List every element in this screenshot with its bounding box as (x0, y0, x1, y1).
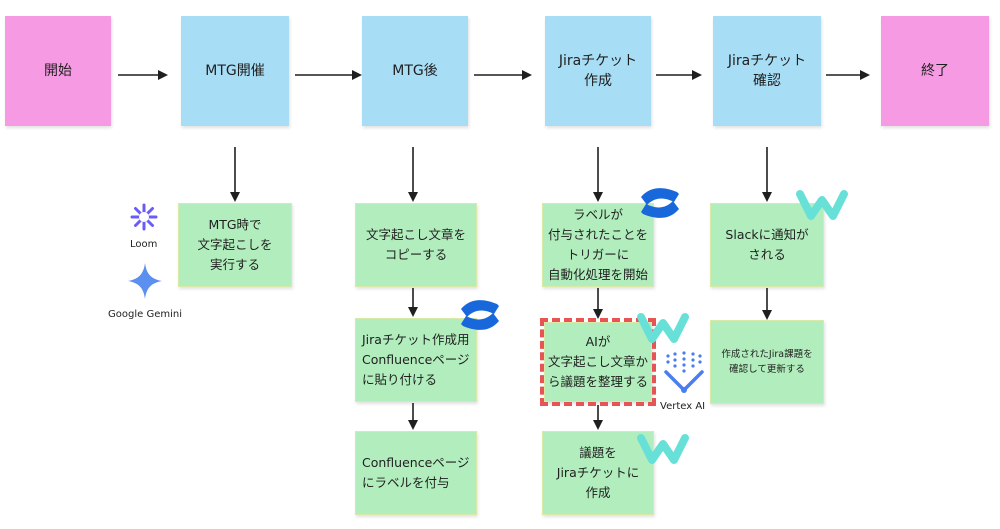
note-jira-check: Jiraチケット 確認 (713, 16, 821, 126)
note-start: 開始 (5, 16, 111, 126)
note-transcribe: MTG時で 文字起こしを 実行する (178, 203, 292, 287)
note-copy: 文字起こし文章を コピーする (355, 203, 477, 287)
note-start-text: 開始 (44, 62, 72, 79)
note-create-text: 議題を Jiraチケットに 作成 (556, 445, 640, 500)
confluence-icon (641, 188, 679, 218)
note-end: 終了 (881, 16, 989, 126)
note-mtg-text: MTG開催 (205, 62, 265, 79)
note-jira-create: Jiraチケット 作成 (545, 16, 651, 126)
workato-icon (796, 190, 848, 220)
note-jira-check-text: Jiraチケット 確認 (727, 52, 807, 89)
note-slack: Slackに通知が される (710, 203, 824, 287)
gemini-icon (128, 263, 162, 299)
note-update: 作成されたJira課題を 確認して更新する (710, 320, 824, 404)
note-trigger-text: ラベルが 付与されたことを トリガーに 自動化処理を開始 (547, 207, 648, 282)
note-ai-text: AIが 文字起こし文章か ら議題を整理する (547, 334, 648, 389)
note-jira-create-text: Jiraチケット 作成 (558, 52, 638, 89)
note-after-mtg: MTG後 (362, 16, 468, 126)
note-label-text: Confluenceページ にラベルを付与 (362, 455, 470, 490)
note-paste-text: Jiraチケット作成用 Confluenceページ に貼り付ける (362, 332, 470, 387)
note-slack-text: Slackに通知が される (725, 227, 809, 262)
note-label: Confluenceページ にラベルを付与 (355, 431, 477, 515)
vertex-ai-label: Vertex AI (660, 401, 706, 412)
note-paste: Jiraチケット作成用 Confluenceページ に貼り付ける (355, 318, 477, 402)
note-end-text: 終了 (921, 62, 949, 79)
note-transcribe-text: MTG時で 文字起こしを 実行する (197, 217, 273, 272)
loom-icon (130, 203, 158, 231)
note-after-mtg-text: MTG後 (392, 62, 438, 79)
note-trigger: ラベルが 付与されたことを トリガーに 自動化処理を開始 (542, 203, 654, 287)
loom-label: Loom (130, 239, 158, 250)
gemini-label: Google Gemini (108, 309, 182, 320)
note-copy-text: 文字起こし文章を コピーする (365, 227, 466, 262)
workato-icon (637, 313, 689, 343)
note-create: 議題を Jiraチケットに 作成 (542, 431, 654, 515)
confluence-icon (461, 300, 499, 330)
workato-icon (637, 434, 689, 464)
note-ai: AIが 文字起こし文章か ら議題を整理する (540, 318, 656, 406)
vertex-ai-icon (664, 351, 704, 393)
note-mtg: MTG開催 (181, 16, 289, 126)
note-update-text: 作成されたJira課題を 確認して更新する (721, 348, 813, 375)
